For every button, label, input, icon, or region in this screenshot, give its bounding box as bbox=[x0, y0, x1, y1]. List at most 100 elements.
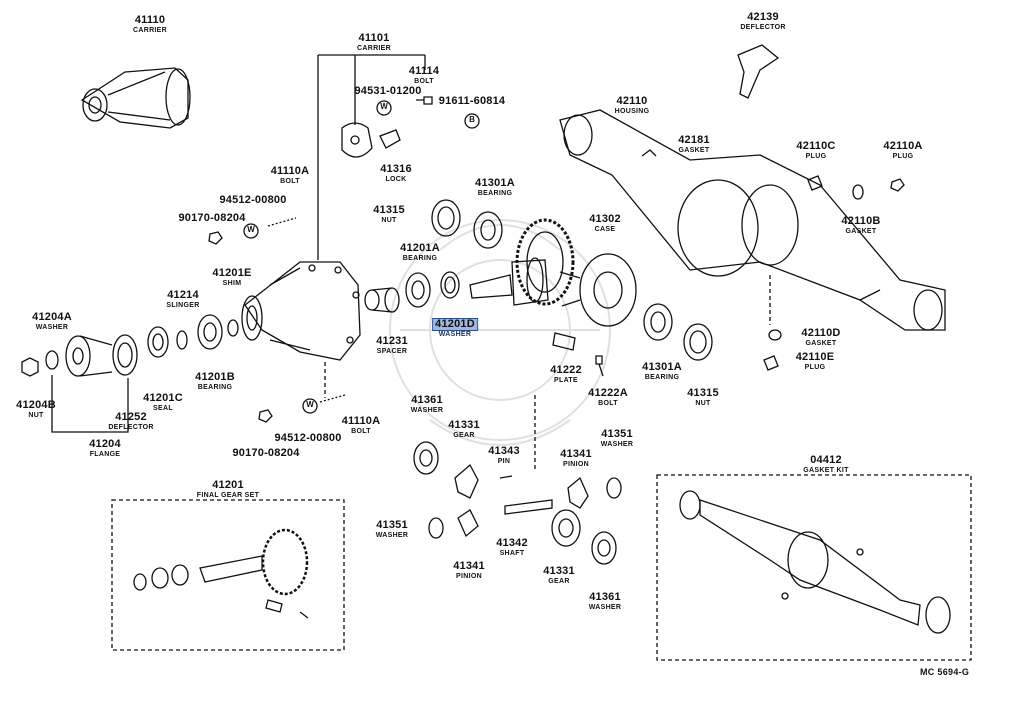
washer-41351-bottom[interactable] bbox=[428, 517, 444, 539]
side-nut-41315-top[interactable] bbox=[431, 199, 461, 237]
bearing-41201B[interactable] bbox=[197, 314, 223, 350]
pinion-bearing-41201A[interactable] bbox=[405, 272, 431, 308]
nut-90170-top[interactable] bbox=[208, 231, 223, 245]
callout-90170-top[interactable]: 90170-08204 bbox=[178, 212, 246, 224]
final-gear-set-box[interactable] bbox=[111, 499, 345, 651]
bearing-cap[interactable] bbox=[341, 122, 373, 158]
bolt-41114[interactable] bbox=[416, 96, 433, 105]
axle-housing-42110[interactable] bbox=[559, 109, 946, 331]
gasket-42110D[interactable] bbox=[768, 329, 782, 341]
carrier-assembly-41110[interactable] bbox=[80, 67, 191, 129]
washer-41204A[interactable] bbox=[45, 350, 59, 370]
side-bearing-41301A-bottom[interactable] bbox=[643, 303, 673, 341]
side-bearing-41301A-top[interactable] bbox=[473, 211, 503, 249]
nut-90170-bottom[interactable] bbox=[258, 409, 273, 423]
shaft-41342[interactable] bbox=[504, 499, 553, 515]
callout-94512-bottom[interactable]: 94512-00800 bbox=[274, 432, 342, 444]
pinion-41341-bottom[interactable] bbox=[457, 509, 479, 538]
callout-90170-bottom[interactable]: 90170-08204 bbox=[232, 447, 300, 459]
bolt-41222A[interactable] bbox=[595, 355, 604, 377]
plug-42110E[interactable] bbox=[763, 355, 779, 371]
plug-42110C[interactable] bbox=[807, 175, 823, 191]
slinger-41214[interactable] bbox=[176, 330, 188, 350]
shim-41201E[interactable] bbox=[227, 319, 239, 337]
washer-41201D[interactable] bbox=[440, 271, 460, 299]
washer-glyphs bbox=[243, 100, 480, 414]
side-gear-41331-bottom[interactable] bbox=[551, 509, 581, 547]
differential-case[interactable] bbox=[559, 253, 637, 327]
deflector-42139[interactable] bbox=[737, 44, 780, 99]
differential-carrier[interactable] bbox=[241, 261, 361, 361]
ring-gear[interactable] bbox=[515, 218, 575, 306]
nut-41204B[interactable] bbox=[21, 357, 39, 377]
drive-pinion[interactable] bbox=[469, 257, 549, 306]
callout-94512-top[interactable]: 94512-00800 bbox=[219, 194, 287, 206]
callout-91611-60814[interactable]: 91611-60814 bbox=[438, 95, 506, 107]
spacer-41231[interactable] bbox=[364, 287, 400, 313]
washer-41361-top[interactable] bbox=[413, 441, 439, 475]
side-nut-41315-bottom[interactable] bbox=[683, 323, 713, 361]
stud-41110A-bottom[interactable] bbox=[319, 394, 346, 403]
gasket-42110B[interactable] bbox=[852, 184, 864, 200]
w-glyph-icon: W bbox=[380, 102, 388, 111]
lock-41316[interactable] bbox=[379, 129, 401, 149]
flange-41204[interactable] bbox=[65, 335, 113, 377]
lock-plate-41222[interactable] bbox=[552, 332, 576, 351]
deflector-41252[interactable] bbox=[112, 334, 138, 376]
plug-42110A[interactable] bbox=[890, 178, 905, 192]
pin-41343[interactable] bbox=[499, 475, 513, 479]
gasket-kit-box[interactable] bbox=[656, 474, 972, 661]
side-gear-41331-top[interactable] bbox=[454, 463, 479, 499]
stud-41110A-top[interactable] bbox=[267, 217, 297, 227]
washer-41351-top[interactable] bbox=[606, 477, 622, 499]
seal-41201C[interactable] bbox=[147, 326, 169, 358]
pinion-41341-top[interactable] bbox=[567, 476, 589, 509]
washer-41361-bottom[interactable] bbox=[591, 531, 617, 565]
callout-94531-01200[interactable]: 94531-01200 bbox=[354, 85, 422, 97]
